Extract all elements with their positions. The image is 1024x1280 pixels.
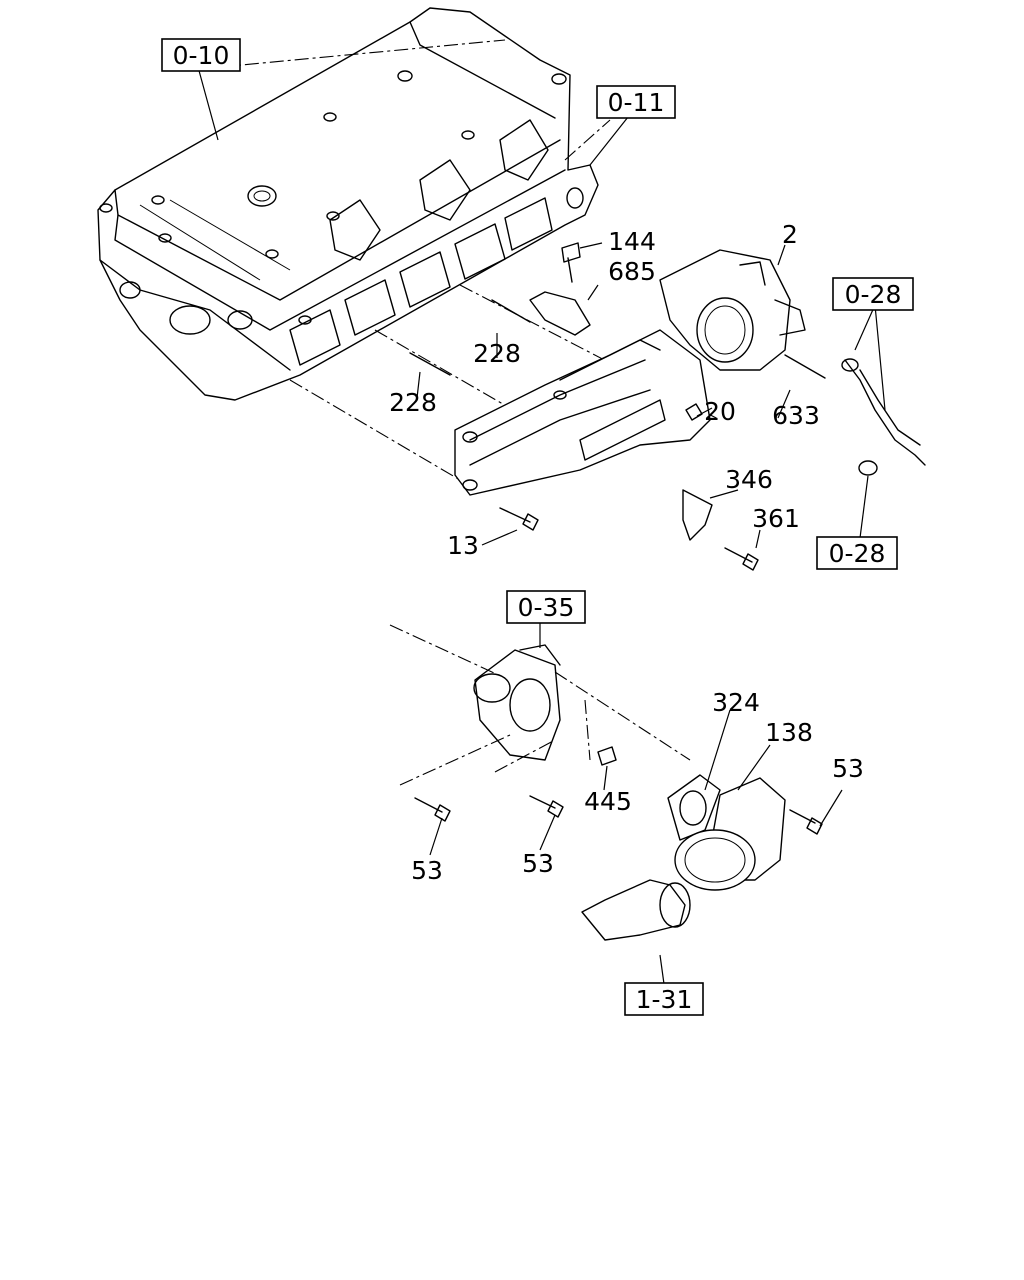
part-number-53-left: 53 <box>411 856 443 885</box>
egr-valve-illustration <box>389 624 691 822</box>
part-number-144: 144 <box>608 227 656 256</box>
ref-box-1-31: 1-31 <box>624 982 704 1016</box>
part-number-633: 633 <box>772 401 820 430</box>
ref-label-0-35: 0-35 <box>518 593 575 622</box>
throttle-body-illustration <box>659 249 806 371</box>
part-number-228-lower: 228 <box>389 388 437 417</box>
ref-box-0-28-bottom: 0-28 <box>816 536 898 570</box>
ref-box-0-11: 0-11 <box>596 85 676 119</box>
ref-label-1-31: 1-31 <box>636 985 693 1014</box>
leader-lines <box>197 66 886 985</box>
part-number-361: 361 <box>752 504 800 533</box>
part-number-138: 138 <box>765 718 813 747</box>
ref-label-0-10: 0-10 <box>173 41 230 70</box>
ref-label-0-28-top: 0-28 <box>845 280 902 309</box>
part-number-445: 445 <box>584 787 632 816</box>
part-number-346: 346 <box>725 465 773 494</box>
ref-label-0-11: 0-11 <box>608 88 665 117</box>
cylinder-head-illustration <box>97 7 599 401</box>
part-number-20: 20 <box>704 397 736 426</box>
ref-box-0-35: 0-35 <box>506 590 586 624</box>
part-number-2: 2 <box>782 220 798 249</box>
part-number-324: 324 <box>712 688 760 717</box>
ref-box-0-28-top: 0-28 <box>832 277 914 311</box>
egr-pipe-illustration <box>581 774 823 941</box>
hose-illustration <box>841 358 926 476</box>
intake-manifold-illustration <box>454 329 711 496</box>
part-number-13: 13 <box>447 531 479 560</box>
part-number-228-upper: 228 <box>473 339 521 368</box>
ref-label-0-28-bottom: 0-28 <box>829 539 886 568</box>
part-number-callouts: 2 144 685 228 228 20 633 346 361 13 324 … <box>389 220 864 885</box>
part-number-53-middle: 53 <box>522 849 554 878</box>
part-number-53-right: 53 <box>832 754 864 783</box>
ref-box-0-10: 0-10 <box>161 38 241 72</box>
part-number-685: 685 <box>608 257 656 286</box>
